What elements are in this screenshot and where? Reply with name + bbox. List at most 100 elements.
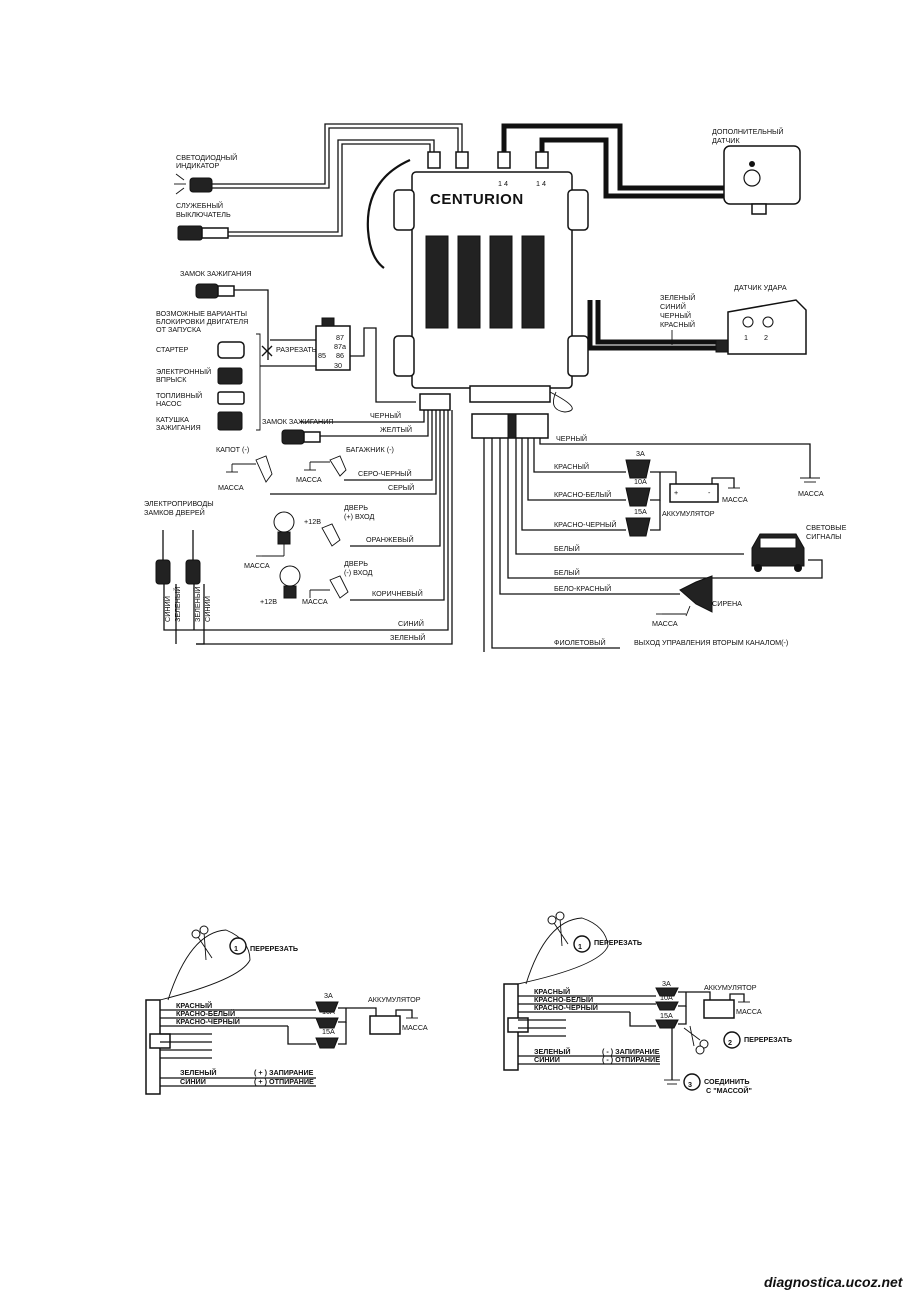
small-right-lock: ( - ) ЗАПИРАНИЕ [602,1047,660,1056]
light-signals-label-2: СИГНАЛЫ [806,532,841,541]
lock-wire-1: СИНИЙ [163,596,172,622]
door-plus-label-2: (+) ВХОД [344,512,374,521]
shock-sensor: 1 2 ДАТЧИК УДАРА ЗЕЛЕНЫЙ СИНИЙ ЧЕРНЫЙ КР… [587,283,807,355]
small-left-lock: ( + ) ЗАПИРАНИЕ [254,1068,314,1077]
door-locks-label-2: ЗАМКОВ ДВЕРЕЙ [144,508,205,517]
small-right-red-black: КРАСНО-ЧЕРНЫЙ [534,1003,598,1012]
wire-grey-left: СЕРЫЙ [388,483,414,492]
coil-label-2: ЗАЖИГАНИЯ [156,423,201,432]
shock-pin-1: 1 [744,333,748,342]
service-switch-label-2: ВЫКЛЮЧАТЕЛЬ [176,210,231,219]
door-inputs: МАССА +12В ДВЕРЬ (+) ВХОД +12В МАССА ДВЕ… [244,503,374,606]
coil-label-1: КАТУШКА [156,415,189,424]
small-right-blue: СИНИЙ [534,1055,560,1064]
fuse-10a: 10A [634,477,647,486]
service-switch-label-1: СЛУЖЕБНЫЙ [176,201,223,210]
shock-wire-3: ЧЕРНЫЙ [660,311,691,320]
mass-label-door2: МАССА [302,597,328,606]
siren-label: СИРЕНА [712,599,742,608]
fuel-pump-label-2: НАСОС [156,399,182,408]
small-left-blue: СИНИЙ [180,1077,206,1086]
relay: 87 87a 85 86 30 [315,317,416,403]
small-left-red-white: КРАСНО-БЕЛЫЙ [176,1009,235,1018]
door-minus-label-2: (-) ВХОД [344,568,373,577]
relay-pin-87: 87 [336,333,344,342]
switches-section: ЗАМОК ЗАЖИГАНИЯ БАГАЖНИК (-) МАССА КАПОТ… [216,417,394,492]
extra-sensor: ДОПОЛНИТЕЛЬНЫЙ ДАТЧИК [501,123,801,215]
small-right-step3: 3 [688,1080,692,1089]
mass-label-hood: МАССА [218,483,244,492]
small-right-fuse-15a: 15A [660,1011,673,1020]
wire-black-left: ЧЕРНЫЙ [370,411,401,420]
mass-label-battery: МАССА [722,495,748,504]
door-minus-label-1: ДВЕРЬ [344,559,368,568]
led-indicator-label-1: СВЕТОДИОДНЫЙ [176,153,237,162]
wire-white-1: БЕЛЫЙ [554,544,580,553]
connector-pins-2: 1 4 [536,179,546,188]
left-wire-bundle: ЧЕРНЫЙ ЖЕЛТЫЙ СЕРО-ЧЕРНЫЙ СЕРЫЙ ОРАНЖЕВЫ… [172,410,453,645]
wire-red-black-right: КРАСНО-ЧЕРНЫЙ [554,520,617,529]
small-left-green: ЗЕЛЕНЫЙ [180,1068,217,1077]
led-indicator-label-2: ИНДИКАТОР [176,161,219,170]
small-left-fuse-3a: 3A [324,991,333,1000]
small-right-battery: АККУМУЛЯТОР [704,983,757,992]
door-plus-label-1: ДВЕРЬ [344,503,368,512]
alarm-main-unit: CENTURION [393,171,589,413]
extra-sensor-label-2: ДАТЧИК [712,136,740,145]
shock-sensor-label: ДАТЧИК УДАРА [734,283,787,292]
mass-label-siren: МАССА [652,619,678,628]
fuse-block: 3A 10A 15A + - МАССА АККУМУЛЯТОР [625,449,748,537]
relay-pin-87a: 87a [334,342,346,351]
block-options-1: ВОЗМОЖНЫЕ ВАРИАНТЫ [156,309,247,318]
wire-violet: ФИОЛЕТОВЫЙ [554,638,606,647]
small-diagram-left: 1 ПЕРЕРЕЗАТЬ КРАСНЫЙ КРАСНО-БЕЛЫЙ КРАСНО… [145,925,428,1095]
second-channel-label: ВЫХОД УПРАВЛЕНИЯ ВТОРЫМ КАНАЛОМ(-) [634,638,788,647]
trunk-label: БАГАЖНИК (-) [346,445,394,454]
relay-pin-86: 86 [336,351,344,360]
small-right-cut2: ПЕРЕРЕЗАТЬ [744,1035,792,1044]
small-left-battery: АККУМУЛЯТОР [368,995,421,1004]
wire-white-2: БЕЛЫЙ [554,568,580,577]
block-options-2: БЛОКИРОВКИ ДВИГАТЕЛЯ [156,317,248,326]
svg-text:-: - [708,488,711,497]
wire-white-red: БЕЛО-КРАСНЫЙ [554,584,611,593]
small-right-fuse-10a: 10A [660,993,673,1002]
led-indicator: СВЕТОДИОДНЫЙ ИНДИКАТОР [174,153,237,195]
top-connectors: 1 4 1 4 [427,151,549,188]
small-right-fuse-3a: 3A [662,979,671,988]
injection-label-1: ЭЛЕКТРОННЫЙ [156,367,211,376]
led-and-switch-wiring [212,123,463,269]
wire-red-white-right: КРАСНО-БЕЛЫЙ [554,490,611,499]
wire-yellow-left: ЖЕЛТЫЙ [380,425,412,434]
service-switch: СЛУЖЕБНЫЙ ВЫКЛЮЧАТЕЛЬ [176,201,231,241]
wire-brown-left: КОРИЧНЕВЫЙ [372,589,423,598]
small-left-red: КРАСНЫЙ [176,1001,212,1010]
light-signals: СВЕТОВЫЕ СИГНАЛЫ [751,523,847,572]
starter-label: СТАРТЕР [156,345,189,354]
small-left-step: 1 [234,944,238,953]
siren: МАССА СИРЕНА [652,575,742,628]
small-right-step2: 2 [728,1038,732,1047]
small-left-red-black: КРАСНО-ЧЕРНЫЙ [176,1017,240,1026]
small-right-cut: ПЕРЕРЕЗАТЬ [594,938,642,947]
site-footer: diagnostica.ucoz.net [764,1274,904,1290]
lock-wire-3: ЗЕЛЕНЫЙ [193,587,202,622]
lock-wire-2: ЗЕЛЕНЫЙ [173,587,182,622]
shock-wire-1: ЗЕЛЕНЫЙ [660,293,695,302]
small-left-cut: ПЕРЕРЕЗАТЬ [250,944,298,953]
mass-label-trunk: МАССА [296,475,322,484]
wire-orange-left: ОРАНЖЕВЫЙ [366,535,414,544]
battery-label: АККУМУЛЯТОР [662,509,715,518]
small-right-red-white: КРАСНО-БЕЛЫЙ [534,995,593,1004]
small-right-step1: 1 [578,942,582,951]
relay-pin-30: 30 [334,361,342,370]
wire-blue-left: СИНИЙ [398,619,424,628]
small-left-fuse-15a: 15A [322,1027,335,1036]
shock-wire-2: СИНИЙ [660,302,686,311]
fuel-pump-label-1: ТОПЛИВНЫЙ [156,391,202,400]
connector-pins-1: 1 4 [498,179,508,188]
plus12-label-2: +12В [260,597,277,606]
wire-red-right: КРАСНЫЙ [554,462,589,471]
door-locks-label-1: ЭЛЕКТРОПРИВОДЫ [144,499,214,508]
svg-text:+: + [674,488,678,497]
